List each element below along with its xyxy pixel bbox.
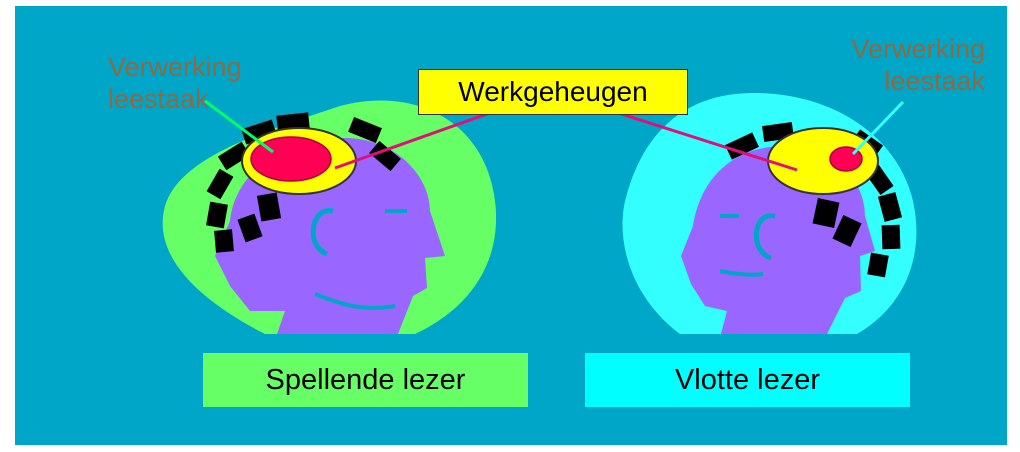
right-reader-figure <box>622 92 917 335</box>
connector-processing-left <box>204 99 274 154</box>
left-reader-caption: Spellende lezer <box>265 363 466 396</box>
left-processing-ellipse <box>250 136 332 182</box>
left-hair-blocks <box>206 112 401 253</box>
working-memory-label: Werkgeheugen <box>458 76 648 107</box>
working-memory-label-box: Werkgeheugen <box>418 69 688 115</box>
right-hair-blocks <box>725 121 903 278</box>
right-neck-line <box>719 269 764 277</box>
left-reader-caption-box: Spellende lezer <box>203 353 528 407</box>
connector-working-memory-right <box>589 102 798 172</box>
left-neck-line <box>314 292 396 310</box>
left-processing-label-line2: leestaak <box>108 83 209 114</box>
right-reader-caption: Vlotte lezer <box>674 363 821 396</box>
connector-processing-right <box>851 100 905 156</box>
diagram-panel: Verwerking leestaak Verwerking leestaak … <box>15 6 1007 445</box>
right-processing-label: Verwerking leestaak <box>851 34 985 98</box>
right-reader-caption-box: Vlotte lezer <box>585 353 910 407</box>
left-reader-figure <box>162 100 497 334</box>
right-processing-label-line1: Verwerking <box>851 34 985 64</box>
right-processing-label-line2: leestaak <box>884 65 985 96</box>
right-ear <box>754 213 776 261</box>
left-ear <box>310 208 334 257</box>
left-processing-label-line1: Verwerking <box>108 52 242 82</box>
left-processing-label: Verwerking leestaak <box>108 52 242 116</box>
